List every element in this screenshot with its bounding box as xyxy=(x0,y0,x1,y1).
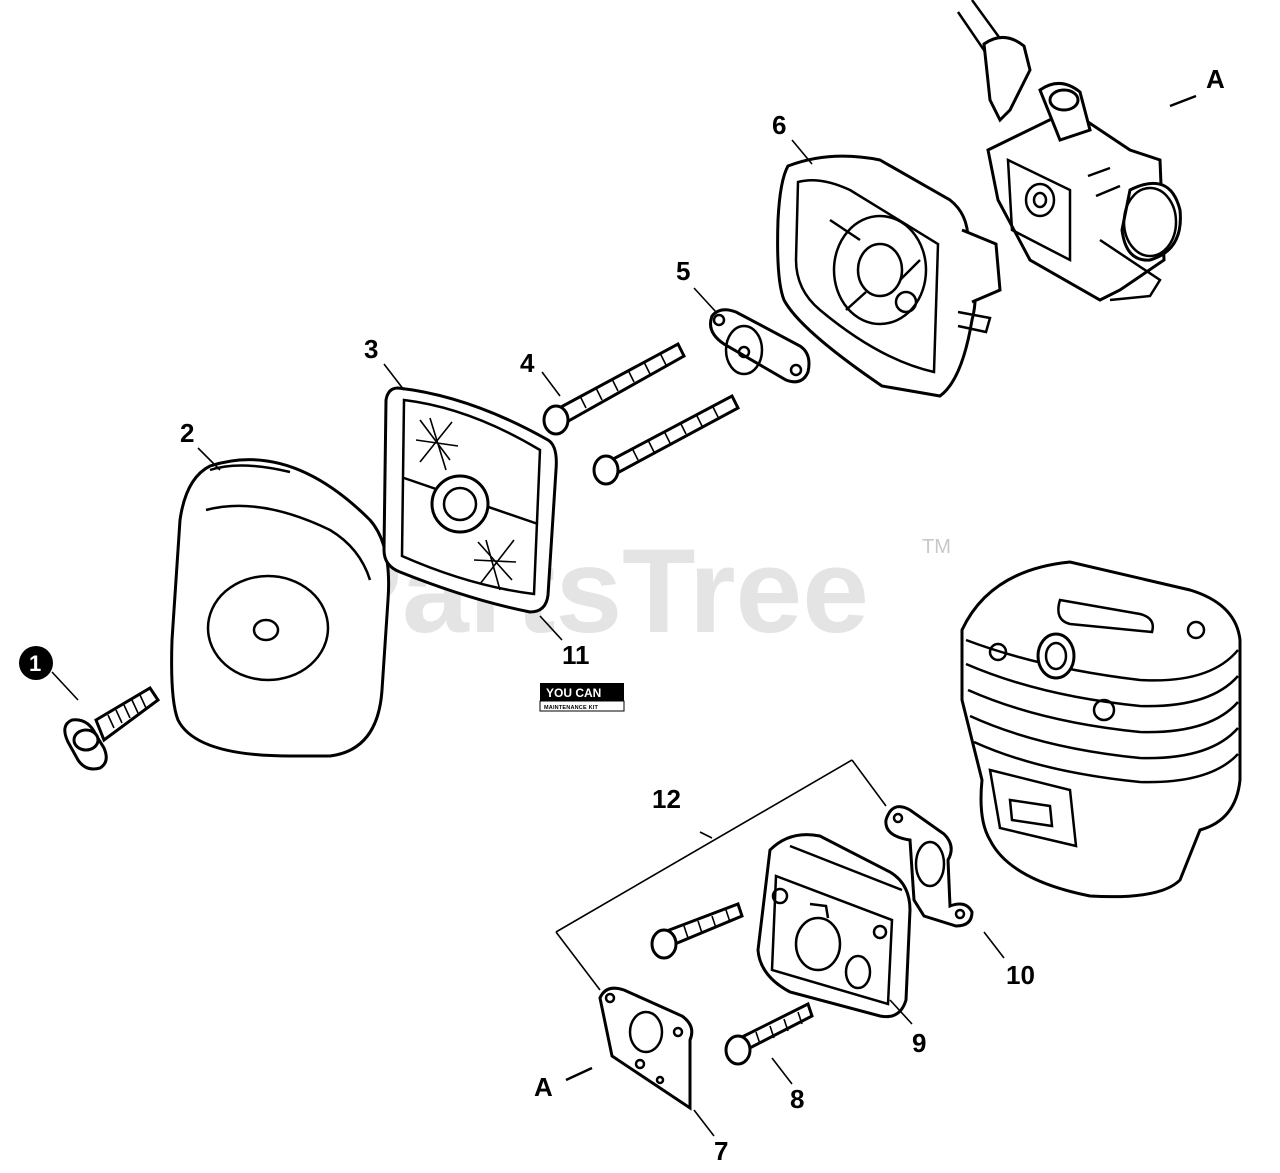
part-6-air-cleaner-case[interactable] xyxy=(776,154,1002,398)
leader-1 xyxy=(51,671,79,701)
callout-11: 11 xyxy=(562,640,590,670)
part-1-wing-bolt[interactable] xyxy=(63,685,161,771)
leader-11 xyxy=(539,615,563,641)
part-5-bracket[interactable] xyxy=(709,308,811,384)
callout-12: 12 xyxy=(652,784,681,814)
part-9-insulator[interactable] xyxy=(756,833,912,1019)
callout-3: 3 xyxy=(364,334,378,364)
leader-10 xyxy=(983,931,1005,959)
part-3-air-filter[interactable] xyxy=(382,386,558,614)
callout-1-marker xyxy=(19,646,53,680)
watermark-trademark: TM xyxy=(922,536,951,558)
leader-6 xyxy=(791,139,813,165)
callout-8: 8 xyxy=(790,1084,804,1114)
callout-a-bottom: A xyxy=(534,1072,553,1102)
part-2-air-cleaner-cover[interactable] xyxy=(170,458,391,758)
part-8-screws[interactable] xyxy=(650,902,814,1066)
callout-12-bracket xyxy=(555,759,887,991)
leader-8 xyxy=(771,1057,793,1085)
maintenance-kit-badge: YOU CAN MAINTENANCE KIT xyxy=(539,683,625,712)
callout-7: 7 xyxy=(714,1136,728,1166)
leader-5 xyxy=(693,287,717,313)
kit-badge-line1: YOU CAN xyxy=(546,686,601,700)
callout-1: 1 xyxy=(29,651,41,676)
leader-9 xyxy=(889,999,913,1025)
kit-badge-line2: MAINTENANCE KIT xyxy=(544,705,598,711)
part-4-bolts[interactable] xyxy=(542,341,740,486)
leader-7 xyxy=(693,1109,715,1137)
leader-a-top xyxy=(1169,94,1197,108)
cylinder-assembly[interactable] xyxy=(960,560,1242,899)
callout-4: 4 xyxy=(520,348,535,378)
leader-2 xyxy=(197,447,221,471)
callout-5: 5 xyxy=(676,256,690,286)
callout-a-top: A xyxy=(1206,64,1225,94)
leader-4 xyxy=(541,371,561,397)
callout-10: 10 xyxy=(1006,960,1035,990)
callout-9: 9 xyxy=(912,1028,926,1058)
callout-2: 2 xyxy=(180,418,194,448)
callout-6: 6 xyxy=(772,110,786,140)
part-7-gasket[interactable] xyxy=(598,986,694,1111)
leader-a-bottom xyxy=(565,1066,593,1082)
carburetor-assembly[interactable] xyxy=(956,0,1182,302)
part-10-gasket[interactable] xyxy=(884,805,974,928)
leader-3 xyxy=(383,363,405,391)
